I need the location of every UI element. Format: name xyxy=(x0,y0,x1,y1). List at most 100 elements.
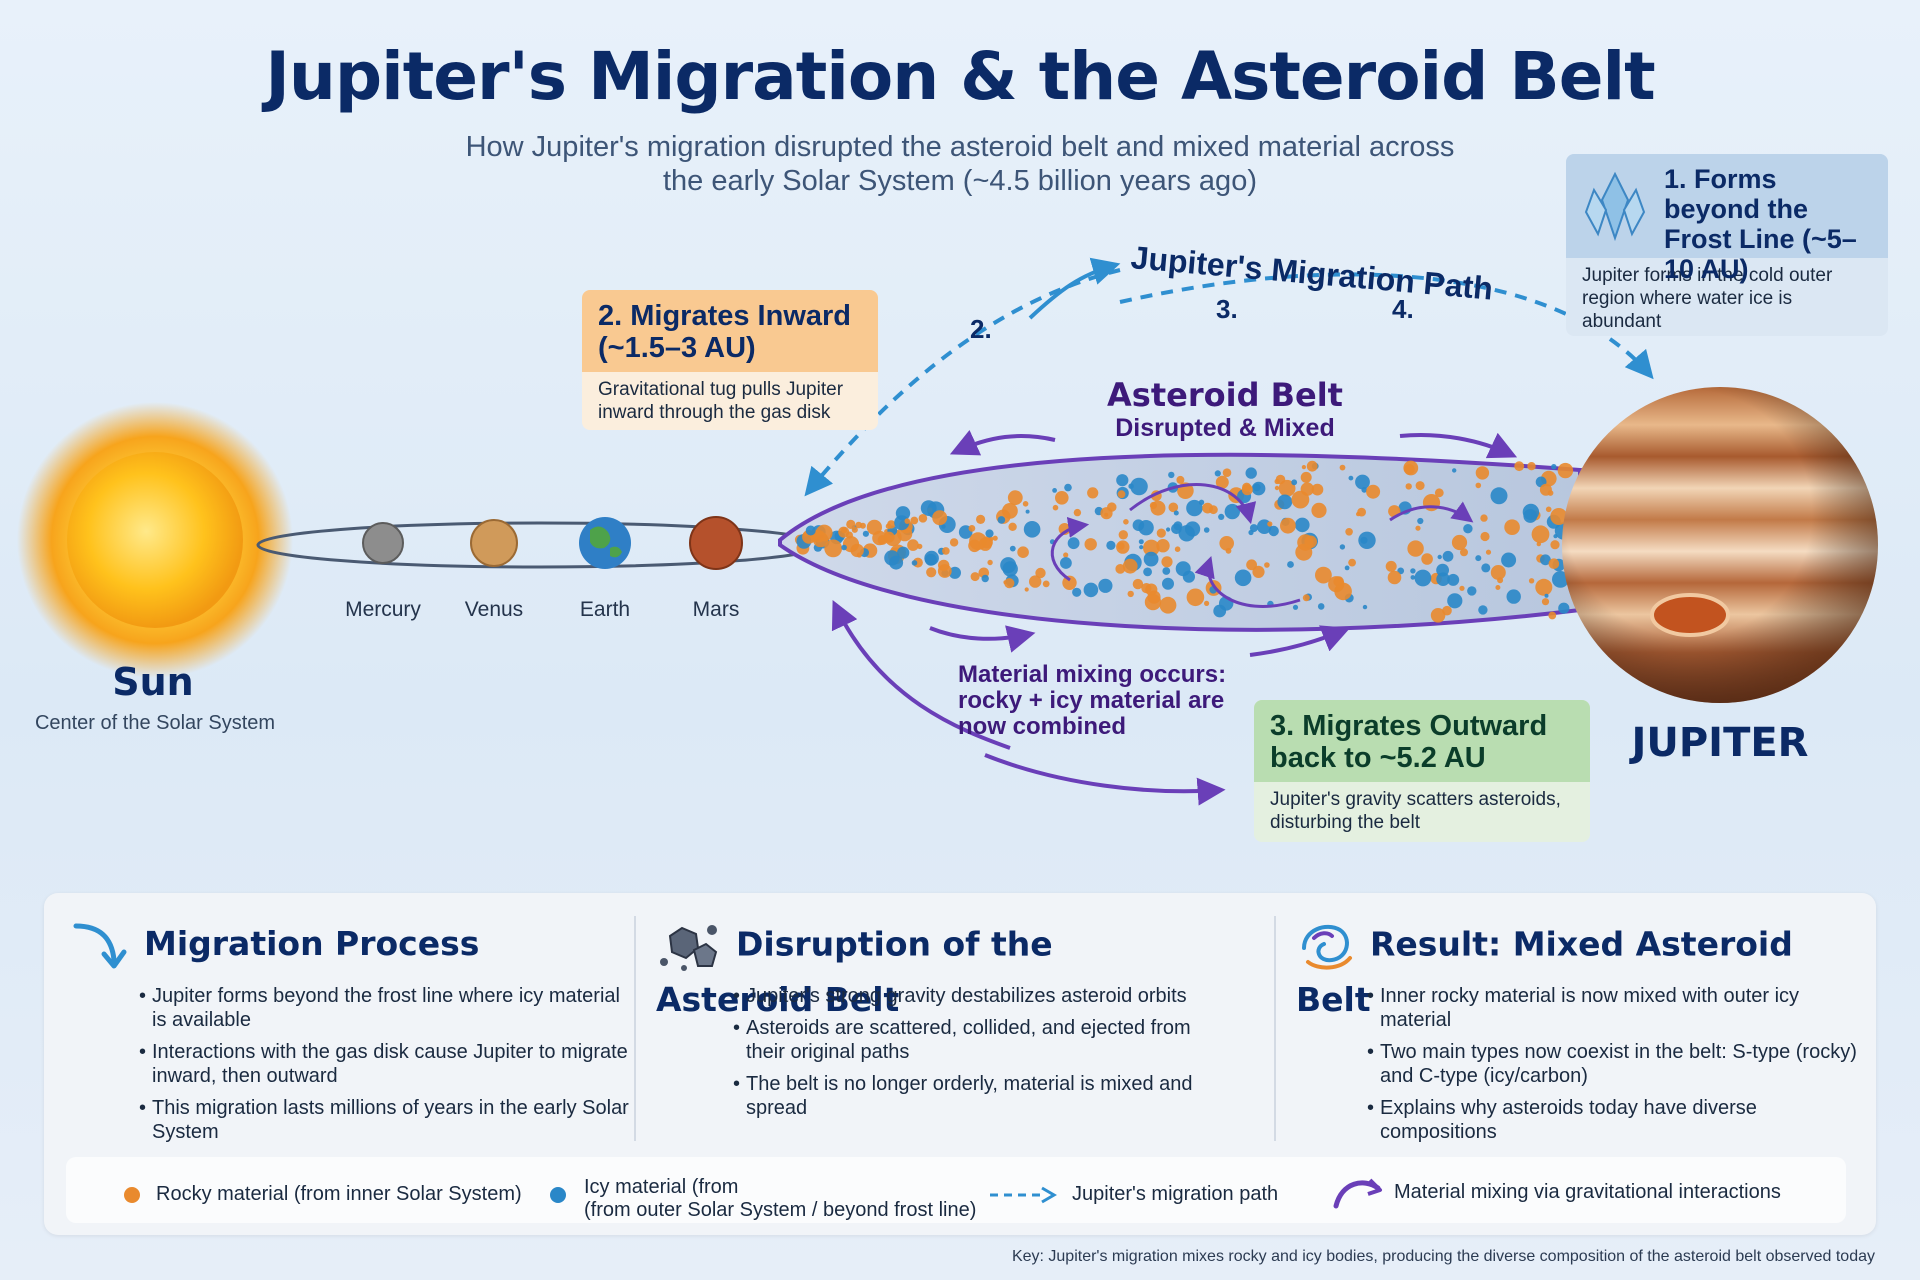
legend xyxy=(66,1157,1846,1223)
asteroid-particle xyxy=(1117,490,1126,499)
ice-crystal-icon xyxy=(1584,171,1646,242)
sun xyxy=(17,402,293,678)
sun-subtitle: Center of the Solar System xyxy=(34,712,276,734)
asteroid-particle xyxy=(942,547,950,555)
asteroid-particle xyxy=(883,531,895,543)
asteroid-particle xyxy=(1132,578,1144,590)
asteroid-particle xyxy=(1222,468,1232,478)
asteroid-particle xyxy=(1552,571,1569,588)
asteroid-particle xyxy=(1344,565,1350,571)
asteroid-particle xyxy=(1186,588,1205,607)
legend-rocky: Rocky material (from inner Solar System) xyxy=(156,1183,522,1205)
asteroid-particle xyxy=(1064,483,1072,492)
asteroid-particle xyxy=(1480,531,1490,542)
asteroid-particle xyxy=(1138,520,1154,536)
panel-result: Result: Mixed Asteroid Belt Inner rocky … xyxy=(1296,918,1866,1148)
asteroid-particle xyxy=(1182,570,1195,583)
asteroid-particle xyxy=(1407,540,1424,557)
asteroid-particle xyxy=(992,535,998,541)
asteroid-particle xyxy=(1434,488,1444,498)
bullet-list: Jupiter's strong gravity destabilizes as… xyxy=(656,984,1216,1120)
asteroid-particle xyxy=(1548,558,1560,569)
asteroid-particle xyxy=(1463,524,1473,534)
asteroid-particle xyxy=(1127,590,1134,598)
asteroid-particle xyxy=(1415,525,1421,531)
asteroid-particle xyxy=(1414,569,1432,587)
asteroid-particle xyxy=(1550,508,1568,525)
asteroid-particle xyxy=(1558,602,1570,614)
earth-planet xyxy=(579,517,631,569)
path-number-4: 4. xyxy=(1392,294,1414,324)
asteroid-particle xyxy=(1535,578,1553,596)
asteroid-particle xyxy=(850,543,864,558)
list-item: The belt is no longer orderly, material … xyxy=(733,1072,1216,1120)
asteroid-particle xyxy=(824,539,843,558)
asteroid-particle xyxy=(1159,596,1177,614)
asteroid-particle xyxy=(1215,475,1229,489)
asteroid-particle xyxy=(1357,507,1366,517)
asteroid-particle xyxy=(1100,507,1113,520)
asteroid-particle xyxy=(1553,534,1558,539)
asteroid-particle xyxy=(1504,519,1520,535)
asteroid-particle xyxy=(1117,542,1125,550)
asteroid-particle xyxy=(1267,521,1273,527)
asteroid-particle xyxy=(1557,462,1574,479)
list-item: Two main types now coexist in the belt: … xyxy=(1367,1040,1866,1088)
asteroid-particle xyxy=(1123,519,1129,525)
asteroids-icon xyxy=(660,925,718,971)
mixing-swirl-3 xyxy=(1389,501,1474,523)
asteroid-particle xyxy=(1545,506,1552,513)
asteroid-particle xyxy=(1287,561,1294,568)
panel-title: Result: Mixed Asteroid Belt xyxy=(1296,918,1866,1020)
asteroid-particle xyxy=(1410,575,1416,580)
asteroid-particle xyxy=(1023,521,1041,538)
asteroid-particle xyxy=(1007,490,1023,506)
asteroid-particle xyxy=(1304,535,1317,549)
list-item: This migration lasts millions of years i… xyxy=(139,1096,632,1144)
asteroid-particle xyxy=(1452,468,1457,473)
legend-icy: Icy material (from (from outer Solar Sys… xyxy=(584,1176,976,1222)
asteroid-particle xyxy=(1017,546,1029,558)
page-subtitle: How Jupiter's migration disrupted the as… xyxy=(360,130,1560,198)
asteroid-particle xyxy=(1481,563,1491,573)
asteroid-particle xyxy=(1067,537,1080,550)
mars-planet xyxy=(689,516,743,570)
asteroid-particles xyxy=(794,460,1574,623)
asteroid-particle xyxy=(910,516,919,525)
asteroid-particle xyxy=(911,560,918,566)
asteroid-particle xyxy=(932,510,948,526)
asteroid-particle xyxy=(1501,552,1517,568)
step-3-title: 3. Migrates Outward back to ~5.2 AU xyxy=(1254,700,1590,782)
list-item: Jupiter forms beyond the frost line wher… xyxy=(139,984,632,1032)
asteroid-particle xyxy=(918,514,928,523)
panel-disruption: Disruption of the Asteroid Belt Jupiter'… xyxy=(656,918,1216,1148)
asteroid-particle xyxy=(866,519,883,535)
asteroid-particle xyxy=(1339,544,1346,550)
asteroid-particle xyxy=(917,543,923,550)
asteroid-particle xyxy=(894,515,910,531)
asteroid-particle xyxy=(1475,482,1482,489)
planet-label-venus: Venus xyxy=(464,598,524,621)
asteroid-particle xyxy=(1002,561,1018,577)
asteroid-particle xyxy=(1168,471,1175,479)
asteroid-particle xyxy=(1548,611,1557,620)
asteroid-particle xyxy=(976,514,986,525)
asteroid-particle xyxy=(1385,560,1397,572)
path-number-3: 3. xyxy=(1216,294,1238,324)
asteroid-particle xyxy=(1063,552,1069,558)
asteroid-particle xyxy=(1274,485,1280,491)
asteroid-particle xyxy=(1362,604,1368,610)
sun-label: Sun xyxy=(112,660,194,704)
asteroid-particle xyxy=(841,544,847,551)
asteroid-particle xyxy=(1143,539,1160,557)
asteroid-particle xyxy=(1143,551,1159,567)
asteroid-particle xyxy=(1490,487,1508,505)
mixing-swirl-4 xyxy=(1050,516,1090,582)
asteroid-particle xyxy=(1166,527,1171,532)
asteroid-belt xyxy=(778,452,1582,632)
asteroid-particle xyxy=(1029,575,1042,588)
asteroid-particle xyxy=(1072,587,1082,597)
panel-title: Migration Process xyxy=(72,918,632,970)
asteroid-particle xyxy=(1485,549,1492,555)
dashed-arrow-icon xyxy=(990,1186,1057,1204)
